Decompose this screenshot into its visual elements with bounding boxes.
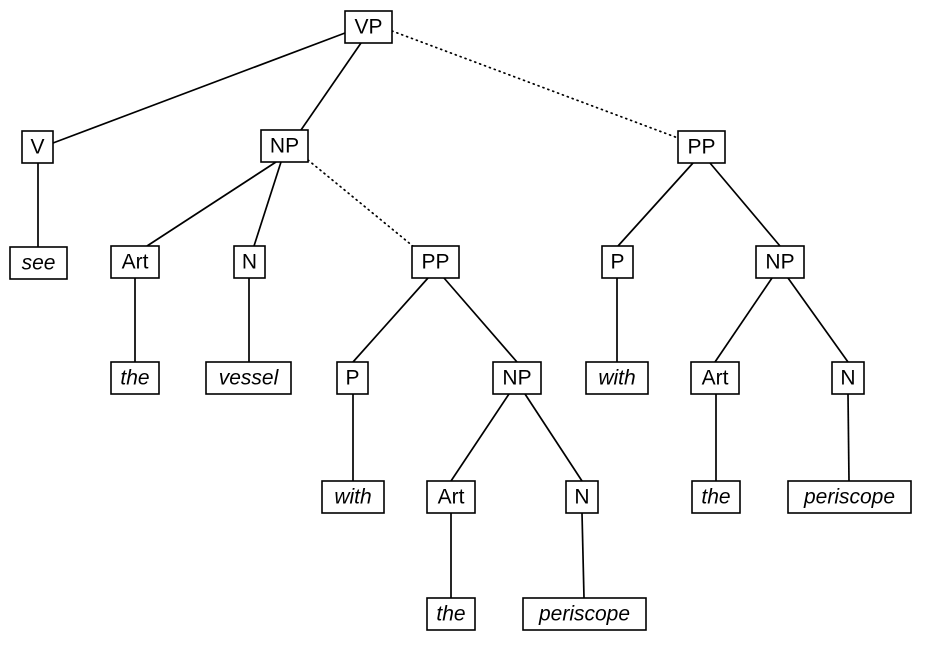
node-label-p_mid: P — [345, 367, 359, 390]
node-box-np_right — [755, 245, 805, 279]
node-label-with_mid: with — [334, 486, 371, 509]
tree-node-art_mid: Art — [426, 480, 476, 514]
node-box-n1 — [233, 245, 266, 279]
node-box-per_right — [787, 480, 912, 514]
tree-node-pp_mid: PP — [411, 245, 460, 279]
tree-node-n1: N — [233, 245, 266, 279]
tree-node-pp_right: PP — [677, 130, 726, 164]
tree-node-art_right: Art — [690, 361, 740, 395]
tree-edge-np-mid-n-mid — [524, 393, 583, 482]
node-label-see: see — [22, 252, 56, 275]
node-label-vp: VP — [354, 16, 382, 39]
node-label-art_mid: Art — [438, 486, 465, 509]
tree-edge-np-right-art-right — [714, 277, 773, 363]
node-label-p_right: P — [610, 251, 624, 274]
tree-node-the1: the — [110, 361, 160, 395]
node-label-n_right: N — [840, 367, 855, 390]
node-box-p_mid — [336, 361, 369, 395]
tree-node-p_mid: P — [336, 361, 369, 395]
node-box-pp_right — [677, 130, 726, 164]
node-box-vessel — [205, 361, 292, 395]
node-box-see — [9, 246, 68, 280]
node-box-per_mid — [522, 597, 647, 631]
node-label-vessel: vessel — [219, 367, 280, 390]
tree-node-per_right: periscope — [787, 480, 912, 514]
node-label-v: V — [30, 136, 44, 159]
node-label-art1: Art — [122, 251, 149, 274]
tree-node-see: see — [9, 246, 68, 280]
node-box-art1 — [110, 245, 160, 279]
tree-edge-np1-art1 — [146, 161, 277, 247]
tree-node-with_mid: with — [321, 480, 385, 514]
tree-node-vp: VP — [344, 10, 393, 44]
node-box-p_right — [601, 245, 634, 279]
tree-node-np1: NP — [260, 129, 309, 163]
tree-edge-n-right-per-right — [847, 393, 850, 482]
node-box-np_mid — [492, 361, 542, 395]
node-box-vp — [344, 10, 393, 44]
node-box-with_mid — [321, 480, 385, 514]
node-label-pp_right: PP — [687, 136, 715, 159]
tree-edge-pp-mid-np-mid — [443, 277, 518, 363]
tree-node-with_right: with — [585, 361, 649, 395]
tree-node-np_right: NP — [755, 245, 805, 279]
node-label-per_right: periscope — [803, 486, 895, 509]
tree-edge-np1-pp-mid — [307, 159, 415, 248]
tree-node-vessel: vessel — [205, 361, 292, 395]
node-label-pp_mid: PP — [421, 251, 449, 274]
tree-edge-np1-n1 — [253, 161, 282, 247]
tree-node-v: V — [21, 130, 54, 164]
tree-node-art1: Art — [110, 245, 160, 279]
node-label-np_mid: NP — [502, 367, 531, 390]
tree-edge-pp-right-np-right — [709, 162, 781, 247]
node-label-per_mid: periscope — [538, 603, 630, 626]
tree-node-the_right: the — [691, 480, 741, 514]
tree-node-n_right: N — [831, 361, 865, 395]
node-box-v — [21, 130, 54, 164]
node-box-the1 — [110, 361, 160, 395]
node-label-np1: NP — [270, 135, 299, 158]
tree-node-the_mid: the — [426, 597, 476, 631]
tree-node-n_mid: N — [565, 480, 599, 514]
node-label-art_right: Art — [702, 367, 729, 390]
edge-layer — [37, 30, 850, 599]
tree-edge-np-right-n-right — [787, 277, 849, 363]
tree-edge-pp-right-p-right — [617, 162, 694, 247]
tree-edge-np-mid-art-mid — [450, 393, 510, 482]
node-label-the_right: the — [701, 486, 730, 509]
tree-edge-vp-np1 — [300, 42, 362, 131]
tree-edge-vp-pp-right — [391, 30, 679, 139]
tree-edge-n-mid-per-mid — [581, 512, 585, 599]
node-label-the_mid: the — [436, 603, 465, 626]
node-box-n_mid — [565, 480, 599, 514]
node-box-art_mid — [426, 480, 476, 514]
node-box-art_right — [690, 361, 740, 395]
node-box-the_right — [691, 480, 741, 514]
node-label-with_right: with — [598, 367, 635, 390]
tree-edge-vp-v — [52, 32, 346, 144]
node-label-the1: the — [120, 367, 149, 390]
tree-edge-pp-mid-p-mid — [352, 277, 429, 363]
node-label-n_mid: N — [574, 486, 589, 509]
node-box-n_right — [831, 361, 865, 395]
node-box-pp_mid — [411, 245, 460, 279]
node-label-n1: N — [242, 251, 257, 274]
tree-node-per_mid: periscope — [522, 597, 647, 631]
node-box-with_right — [585, 361, 649, 395]
node-label-np_right: NP — [765, 251, 794, 274]
tree-node-np_mid: NP — [492, 361, 542, 395]
tree-node-p_right: P — [601, 245, 634, 279]
node-box-the_mid — [426, 597, 476, 631]
node-box-np1 — [260, 129, 309, 163]
